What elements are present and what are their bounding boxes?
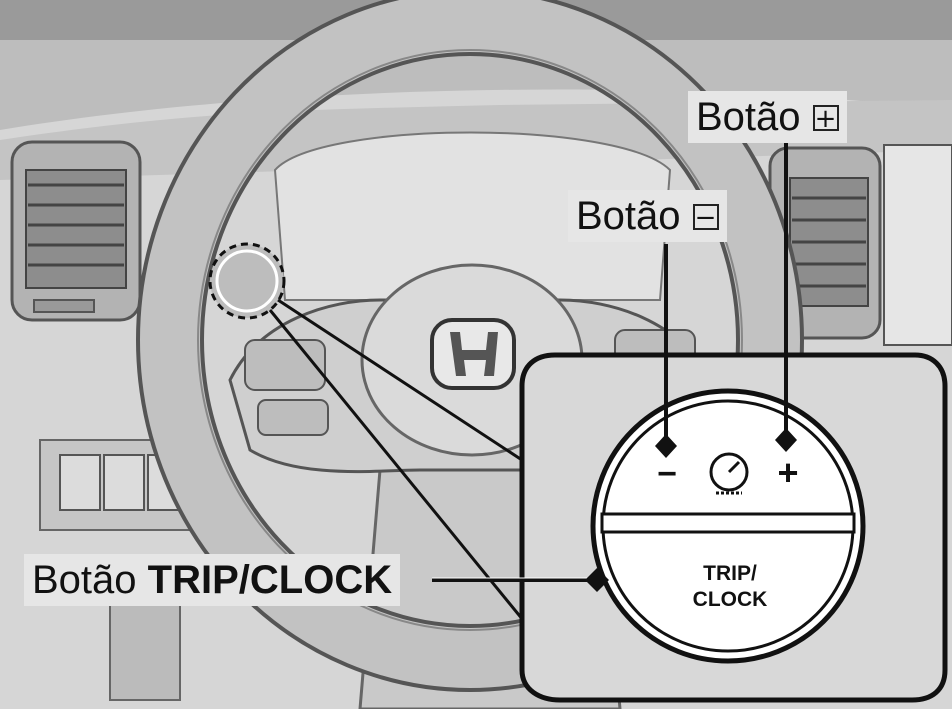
plus-icon: + bbox=[812, 105, 839, 132]
minus-button-label: Botão− bbox=[568, 190, 727, 242]
trip-pointer-diamond bbox=[585, 568, 609, 592]
button-location-marker bbox=[208, 242, 286, 320]
trip-clock-label-name: TRIP/CLOCK bbox=[147, 558, 393, 602]
trip-label-line2: CLOCK bbox=[692, 588, 768, 611]
detail-panel bbox=[519, 352, 948, 703]
trip-clock-label-prefix: Botão bbox=[32, 558, 137, 602]
plus-sign: + bbox=[777, 452, 799, 493]
trip-label-line1: TRIP/ bbox=[703, 562, 757, 585]
plus-button-label-text: Botão bbox=[696, 95, 801, 139]
left-air-vent bbox=[10, 140, 142, 322]
minus-pointer-diamond bbox=[655, 434, 677, 458]
trip-clock-button-label: Botão TRIP/CLOCK bbox=[24, 554, 401, 606]
speedometer-icon bbox=[709, 452, 749, 495]
minus-sign: − bbox=[657, 455, 677, 493]
minus-icon: − bbox=[692, 204, 719, 231]
honda-logo-icon bbox=[430, 318, 516, 390]
plus-pointer-diamond bbox=[775, 428, 797, 452]
minus-button-label-text: Botão bbox=[576, 194, 681, 238]
plus-button-label: Botão + bbox=[688, 91, 847, 143]
